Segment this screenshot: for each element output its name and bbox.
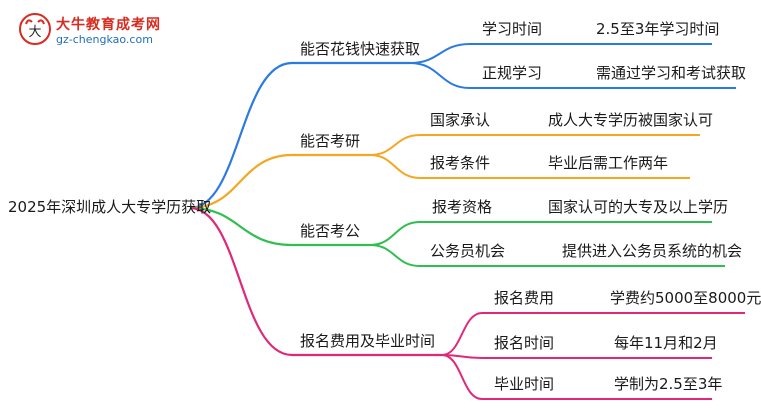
link-3-1 (369, 221, 421, 246)
leaf-3-2-value: 提供进入公务员系统的机会 (562, 242, 743, 260)
link-branch-4 (189, 206, 293, 357)
leaf-2-2-key: 报考条件 (430, 154, 491, 172)
leaf-4-2-key: 报名时间 (494, 334, 555, 352)
leaf-4-3-value: 学制为2.5至3年 (614, 375, 723, 393)
link-4-1 (441, 312, 483, 356)
branch-2-label: 能否考研 (300, 132, 361, 150)
link-2-2 (369, 154, 421, 179)
svg-text:大: 大 (28, 25, 41, 40)
leaf-4-1-key: 报名费用 (494, 289, 555, 307)
leaf-4-1-value: 学费约5000至8000元 (610, 289, 761, 307)
link-branch-2 (189, 153, 293, 210)
link-branch-1 (189, 61, 293, 210)
link-3-2 (369, 244, 421, 267)
leaf-1-1-value: 2.5至3年学习时间 (596, 20, 720, 38)
site-logo[interactable]: 大 大牛教育成考网 gz-chengkao.com (18, 12, 188, 52)
link-branch-3 (189, 206, 293, 247)
branch-1-label: 能否花钱快速获取 (300, 40, 421, 58)
branch-3-label: 能否考公 (300, 222, 361, 240)
root-topic: 2025年深圳成人大专学历获取 (8, 198, 212, 216)
link-4-3 (441, 354, 483, 400)
link-2-1 (369, 134, 421, 156)
leaf-2-2-value: 毕业后需工作两年 (548, 154, 669, 172)
leaf-3-1-value: 国家认可的大专及以上学历 (548, 198, 729, 216)
logo-url: gz-chengkao.com (56, 33, 153, 46)
leaf-4-2-value: 每年11月和2月 (614, 334, 718, 352)
leaf-1-2-value: 需通过学习和考试获取 (596, 64, 747, 82)
bull-logo-icon: 大 (19, 13, 51, 45)
branch-4-label: 报名费用及毕业时间 (300, 332, 436, 350)
leaf-3-1-key: 报考资格 (432, 198, 493, 216)
leaf-4-3-key: 毕业时间 (494, 375, 555, 393)
leaf-2-1-value: 成人大专学历被国家认可 (548, 111, 714, 129)
leaf-3-2-key: 公务员机会 (430, 242, 506, 260)
logo-title: 大牛教育成考网 (56, 17, 161, 33)
leaf-1-1-key: 学习时间 (482, 20, 543, 38)
link-1-2 (409, 62, 471, 89)
leaf-2-1-key: 国家承认 (430, 111, 491, 129)
link-1-1 (409, 43, 471, 64)
leaf-1-2-key: 正规学习 (482, 64, 543, 82)
